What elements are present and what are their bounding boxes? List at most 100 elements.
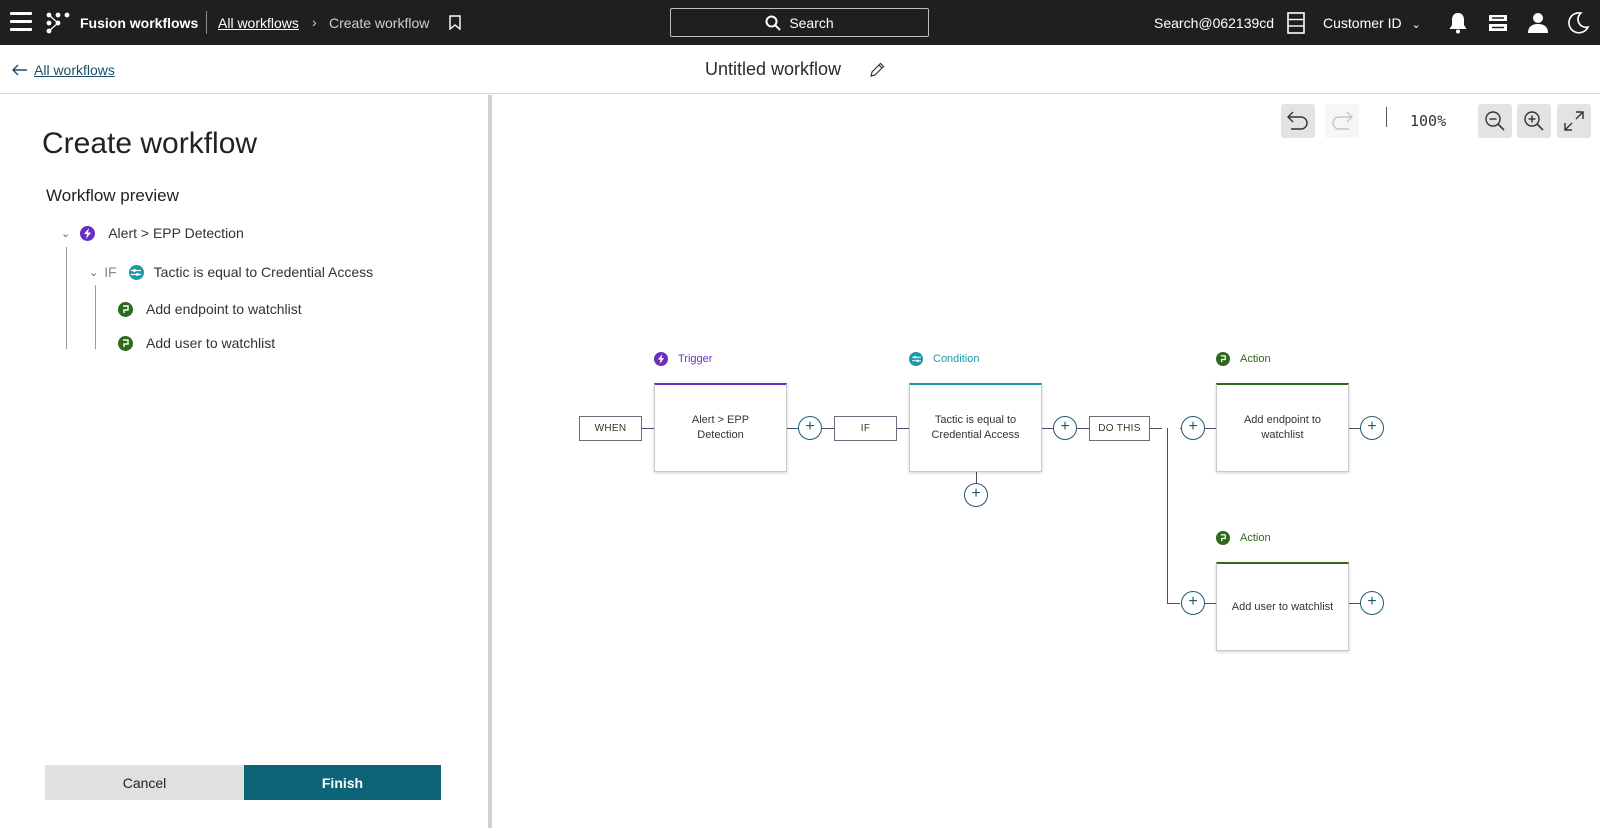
panel-divider[interactable] <box>488 95 492 828</box>
connector-line <box>1205 603 1217 604</box>
connector-line <box>1349 603 1361 604</box>
tree-item-action[interactable]: Add user to watchlist <box>118 335 275 351</box>
connector-line <box>1349 428 1361 429</box>
customer-id-label: Customer ID <box>1323 15 1402 31</box>
trigger-node[interactable]: Alert > EPP Detection <box>654 383 787 472</box>
finish-button[interactable]: Finish <box>244 765 441 800</box>
connector-line <box>1167 603 1180 604</box>
action-node-add-endpoint[interactable]: Add endpoint to watchlist <box>1216 383 1349 472</box>
sub-header: All workflows Untitled workflow <box>0 45 1600 94</box>
zoom-in-icon <box>1524 111 1544 131</box>
page-title: Create workflow <box>42 127 258 160</box>
tree-item-condition[interactable]: ⌄ IF Tactic is equal to Credential Acces… <box>89 264 373 280</box>
zoom-out-button[interactable] <box>1478 104 1512 138</box>
condition-icon <box>128 264 144 280</box>
condition-node[interactable]: Tactic is equal to Credential Access <box>909 383 1042 472</box>
if-label: IF <box>834 416 897 441</box>
arrow-left-icon <box>12 64 27 76</box>
customer-id-dropdown[interactable]: Customer ID ⌄ <box>1323 15 1421 31</box>
pencil-icon[interactable] <box>869 62 885 78</box>
connector-line <box>787 428 799 429</box>
tree-action-label: Add endpoint to watchlist <box>146 301 302 317</box>
user-account[interactable]: Search@062139cd <box>1154 15 1275 31</box>
action-node-type: Action <box>1240 353 1271 365</box>
trigger-node-header: Trigger <box>654 352 712 366</box>
undo-button[interactable] <box>1281 104 1315 138</box>
add-step-button[interactable]: + <box>798 416 822 440</box>
action-node-text: Add user to watchlist <box>1231 600 1334 613</box>
connector-line <box>897 428 909 429</box>
connector-line <box>1205 428 1217 429</box>
redo-icon <box>1332 111 1353 130</box>
tree-if-label: IF <box>104 264 117 280</box>
app-logo-icon[interactable] <box>46 12 70 34</box>
zoom-in-button[interactable] <box>1517 104 1551 138</box>
action-node-add-user[interactable]: Add user to watchlist <box>1216 562 1349 651</box>
action-icon <box>1216 531 1230 545</box>
add-step-button[interactable]: + <box>1181 591 1205 615</box>
add-step-button[interactable]: + <box>1360 416 1384 440</box>
server-icon[interactable] <box>1284 11 1308 35</box>
tree-line <box>95 285 96 349</box>
back-link[interactable]: All workflows <box>12 62 115 78</box>
fullscreen-button[interactable] <box>1557 104 1591 138</box>
connector-line <box>822 428 834 429</box>
toolbar-divider <box>1386 107 1387 127</box>
action-node-text: Add endpoint to watchlist <box>1243 414 1322 441</box>
action-icon <box>1216 352 1230 366</box>
tree-item-trigger[interactable]: ⌄ Alert > EPP Detection <box>61 225 244 241</box>
connector-line <box>1150 428 1162 429</box>
lightning-icon <box>654 352 668 366</box>
chevron-down-icon: ⌄ <box>1411 19 1421 31</box>
cancel-button[interactable]: Cancel <box>45 765 244 800</box>
tree-action-label: Add user to watchlist <box>146 335 276 351</box>
condition-node-type: Condition <box>933 353 980 365</box>
divider <box>206 11 207 34</box>
connector-line <box>976 463 977 484</box>
add-step-button[interactable]: + <box>1053 416 1077 440</box>
condition-icon <box>909 352 923 366</box>
action-node-type: Action <box>1240 532 1271 544</box>
feed-icon[interactable] <box>1486 11 1510 35</box>
condition-node-header: Condition <box>909 352 979 366</box>
chevron-down-icon[interactable]: ⌄ <box>61 227 71 240</box>
chevron-down-icon[interactable]: ⌄ <box>89 266 99 279</box>
search-icon <box>765 15 782 31</box>
menu-icon[interactable] <box>10 12 32 32</box>
breadcrumb-all-workflows[interactable]: All workflows <box>218 15 299 31</box>
undo-icon <box>1287 111 1308 130</box>
search-button[interactable]: Search <box>670 8 929 37</box>
add-step-button[interactable]: + <box>1360 591 1384 615</box>
left-panel: Create workflow Workflow preview ⌄ Alert… <box>0 95 488 832</box>
tree-item-action[interactable]: Add endpoint to watchlist <box>118 301 302 317</box>
action-icon <box>118 301 133 317</box>
workflow-preview-heading: Workflow preview <box>46 186 179 205</box>
add-step-button[interactable]: + <box>1181 416 1205 440</box>
connector-line <box>1042 428 1054 429</box>
expand-icon <box>1564 111 1584 131</box>
tree-trigger-label: Alert > EPP Detection <box>108 225 244 241</box>
tree-line <box>66 247 67 349</box>
trigger-node-type: Trigger <box>678 353 713 365</box>
bookmark-icon[interactable] <box>449 15 461 30</box>
zoom-out-icon <box>1485 111 1505 131</box>
back-link-label: All workflows <box>34 62 115 78</box>
action-icon <box>118 335 133 351</box>
top-bar: Fusion workflows All workflows › Create … <box>0 0 1600 45</box>
tree-condition-label: Tactic is equal to Credential Access <box>153 264 374 280</box>
lightning-icon <box>80 225 96 241</box>
user-icon[interactable] <box>1526 11 1550 35</box>
workflow-canvas[interactable]: 100% WHEN IF DO THIS <box>492 95 1600 832</box>
when-label: WHEN <box>579 416 642 441</box>
moon-icon[interactable] <box>1566 11 1590 35</box>
add-branch-button[interactable]: + <box>964 483 988 507</box>
chevron-right-icon: › <box>312 14 317 30</box>
connector-line <box>642 428 654 429</box>
app-name: Fusion workflows <box>80 15 199 31</box>
action-node-header: Action <box>1216 352 1271 366</box>
action-node-header: Action <box>1216 531 1271 545</box>
search-label: Search <box>789 14 834 31</box>
bell-icon[interactable] <box>1446 11 1470 35</box>
redo-button[interactable] <box>1325 104 1359 138</box>
zoom-level: 100% <box>1410 112 1447 130</box>
